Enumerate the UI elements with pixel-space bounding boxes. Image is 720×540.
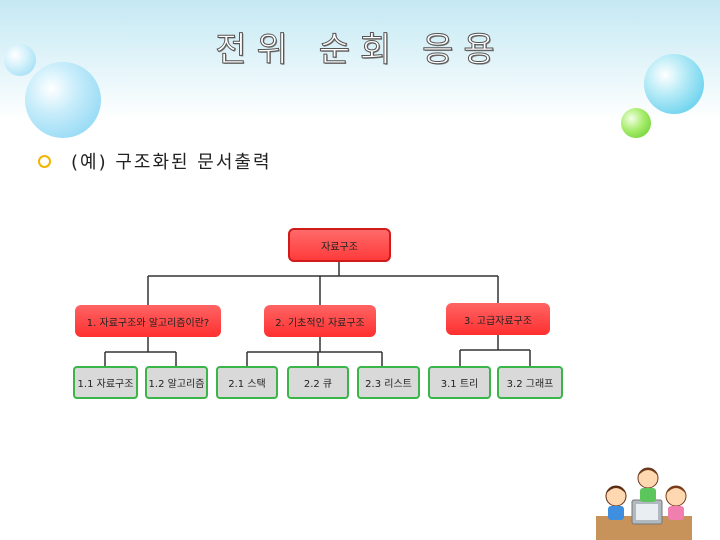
tree-node-leaf: 2.2 큐 <box>287 366 349 399</box>
tree-node-leaf: 1.1 자료구조 <box>73 366 138 399</box>
tree-node-leaf: 1.2 알고리즘 <box>145 366 208 399</box>
tree-node-root: 자료구조 <box>288 228 391 262</box>
bullet-item: (예) 구조화된 문서출력 <box>38 148 272 174</box>
decorative-bubble-icon <box>25 62 101 138</box>
tree-node-level1: 2. 기초적인 자료구조 <box>264 305 376 337</box>
tree-node-level1: 3. 고급자료구조 <box>446 303 550 335</box>
bullet-circle-icon <box>38 154 51 168</box>
tree-node-level1: 1. 자료구조와 알고리즘이란? <box>75 305 221 337</box>
bullet-text: (예) 구조화된 문서출력 <box>71 152 272 173</box>
tree-node-leaf: 3.1 트리 <box>428 366 491 399</box>
tree-node-leaf: 2.3 리스트 <box>357 366 420 399</box>
children-with-computer-illustration <box>596 467 692 540</box>
tree-node-leaf: 2.1 스택 <box>216 366 278 399</box>
decorative-bubble-icon <box>644 54 704 114</box>
tree-node-leaf: 3.2 그래프 <box>497 366 563 399</box>
decorative-bubble-icon <box>4 44 36 76</box>
slide-title: 전위 순회 응용 <box>215 30 505 71</box>
decorative-green-bubble-icon <box>621 108 651 138</box>
